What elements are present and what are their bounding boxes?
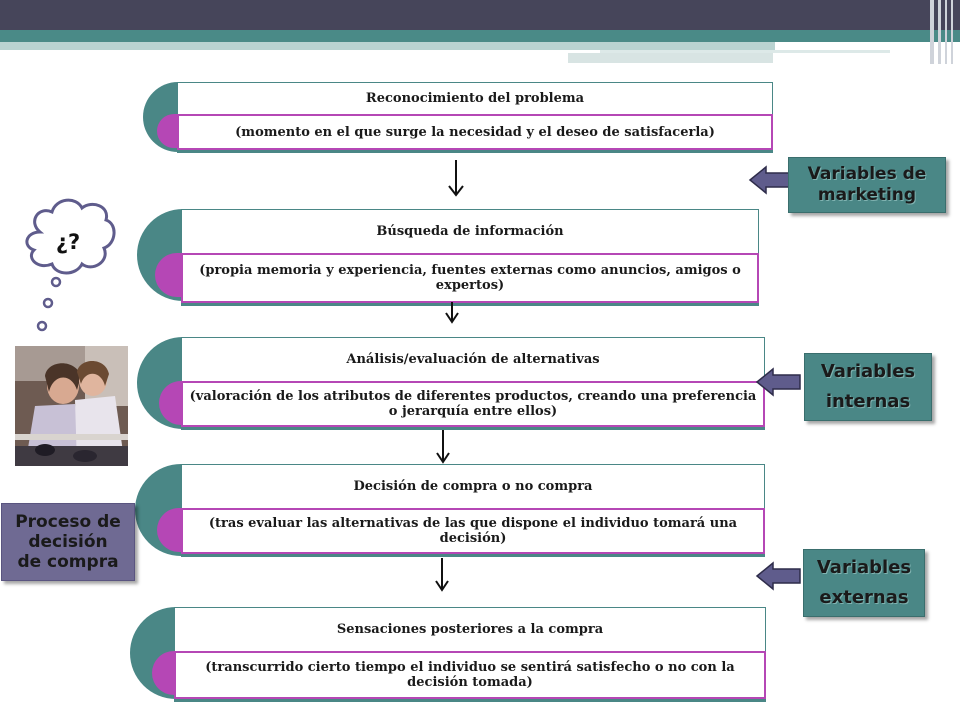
thought-dot: [36, 320, 48, 332]
step-description: (valoración de los atributos de diferent…: [181, 381, 765, 427]
step-title: Decisión de compra o no compra: [181, 464, 765, 510]
variables-internas-line1: Variables: [820, 361, 916, 382]
header-band-light: [0, 42, 775, 50]
process-label: Proceso de decisión de compra: [1, 503, 135, 581]
flow-arrow-head: [435, 580, 449, 592]
process-label-line1: Proceso de: [15, 512, 121, 532]
step-description: (momento en el que surge la necesidad y …: [177, 114, 773, 150]
thought-bubble-icon: [25, 198, 116, 275]
left-arrow-icon: [748, 165, 793, 195]
variables-internas-label: Variables internas: [804, 353, 932, 421]
step-underline: [174, 699, 766, 702]
header-stripe: [930, 0, 934, 64]
header-band-dark: [0, 0, 960, 30]
variables-externas-line2: externas: [819, 587, 909, 608]
step-underline: [177, 150, 773, 153]
step-title: Reconocimiento del problema: [177, 82, 773, 116]
variables-externas-line1: Variables: [816, 557, 912, 578]
flow-arrow-head: [445, 312, 459, 324]
variables-marketing-label: Variables de marketing: [788, 157, 946, 213]
shoppers-photo: [15, 346, 128, 466]
step-underline: [181, 303, 759, 306]
flow-arrow-head: [448, 185, 464, 197]
left-arrow-icon: [755, 561, 801, 591]
variables-internas-line2: internas: [825, 391, 911, 412]
step-title: Búsqueda de información: [181, 209, 759, 255]
variables-marketing-line1: Variables de: [807, 164, 927, 184]
process-label-line3: de compra: [17, 552, 119, 572]
thought-dot: [42, 297, 54, 309]
header-stripe: [951, 0, 953, 64]
header-stripe: [945, 0, 947, 64]
header-stripe: [938, 0, 941, 64]
step-title: Análisis/evaluación de alternativas: [181, 337, 765, 383]
step-description: (tras evaluar las alternativas de las qu…: [181, 508, 765, 554]
header-line: [600, 50, 890, 53]
variables-externas-label: Variables externas: [803, 549, 925, 617]
left-arrow-icon: [755, 367, 801, 397]
variables-marketing-line2: marketing: [817, 185, 917, 205]
header-band-teal: [0, 30, 960, 42]
step-description: (propia memoria y experiencia, fuentes e…: [181, 253, 759, 303]
header-band-grey: [568, 53, 773, 63]
step-underline: [181, 427, 765, 430]
step-description: (transcurrido cierto tiempo el individuo…: [174, 651, 766, 699]
process-label-line2: decisión: [28, 532, 108, 552]
flow-arrow-head: [436, 452, 450, 464]
thought-text: ¿?: [55, 230, 81, 254]
step-underline: [181, 554, 765, 557]
thought-dot: [50, 276, 62, 288]
